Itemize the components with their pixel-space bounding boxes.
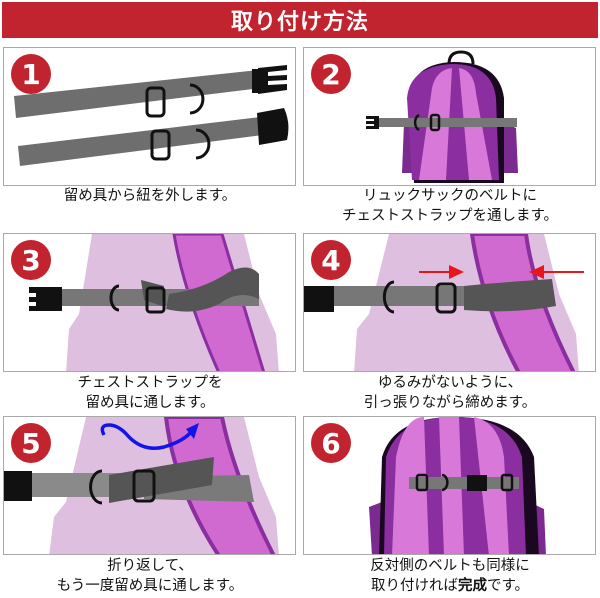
completed-backpack-illustration [369, 417, 546, 554]
step-2-caption: リュックサックのベルトに チェストストラップを通します。 [341, 188, 559, 224]
page-title: 取り付け方法 [230, 10, 369, 35]
fold-back-strap-illustration [4, 417, 279, 554]
step-number-badge: 1 [11, 54, 51, 94]
strap-through-buckle-illustration [29, 234, 279, 371]
step-3-panel: 3 [3, 233, 296, 372]
page-title-banner: 取り付け方法 [2, 2, 598, 38]
backpack-illustration [366, 50, 518, 183]
male-buckle-icon [29, 287, 62, 311]
buckle-icon [474, 475, 487, 491]
female-buckle-icon [257, 108, 289, 145]
step-number-badge: 2 [311, 54, 351, 94]
step-5-panel: 5 [3, 416, 296, 555]
step-5-caption: 折り返して、 もう一度留め具に通します。 [56, 558, 244, 594]
male-buckle-icon [304, 286, 334, 312]
step-number-badge: 5 [11, 423, 51, 463]
male-buckle-icon [366, 116, 379, 129]
step-number-badge: 4 [311, 240, 351, 280]
step-2-panel: 2 [303, 47, 596, 186]
curved-arrow-icon [100, 423, 194, 450]
detached-straps-illustration [14, 65, 289, 166]
male-buckle-icon [4, 471, 32, 501]
step-4-panel: 4 [303, 233, 596, 372]
chest-strap [379, 118, 517, 127]
slider-buckle-icon [145, 86, 166, 118]
step-4-caption: ゆるみがないように、 引っ張りながら締めます。 [363, 375, 537, 411]
step-1-panel: 1 [3, 47, 296, 186]
step-3-caption: チェストストラップを 留め具に通します。 [77, 375, 223, 411]
tighten-strap-illustration [304, 234, 584, 371]
male-buckle-icon [258, 65, 287, 94]
slider-buckle-icon [150, 129, 171, 161]
step-number-badge: 3 [11, 240, 51, 280]
chest-strap [409, 477, 519, 489]
complete-emphasis: 完成 [457, 578, 487, 594]
step-number-badge: 6 [311, 423, 351, 463]
step-1-caption: 留め具から紐を外します。 [63, 188, 237, 204]
step-6-panel: 6 [303, 416, 596, 555]
step-6-caption: 反対側のベルトも同様に 取り付ければ完成です。 [370, 558, 530, 594]
